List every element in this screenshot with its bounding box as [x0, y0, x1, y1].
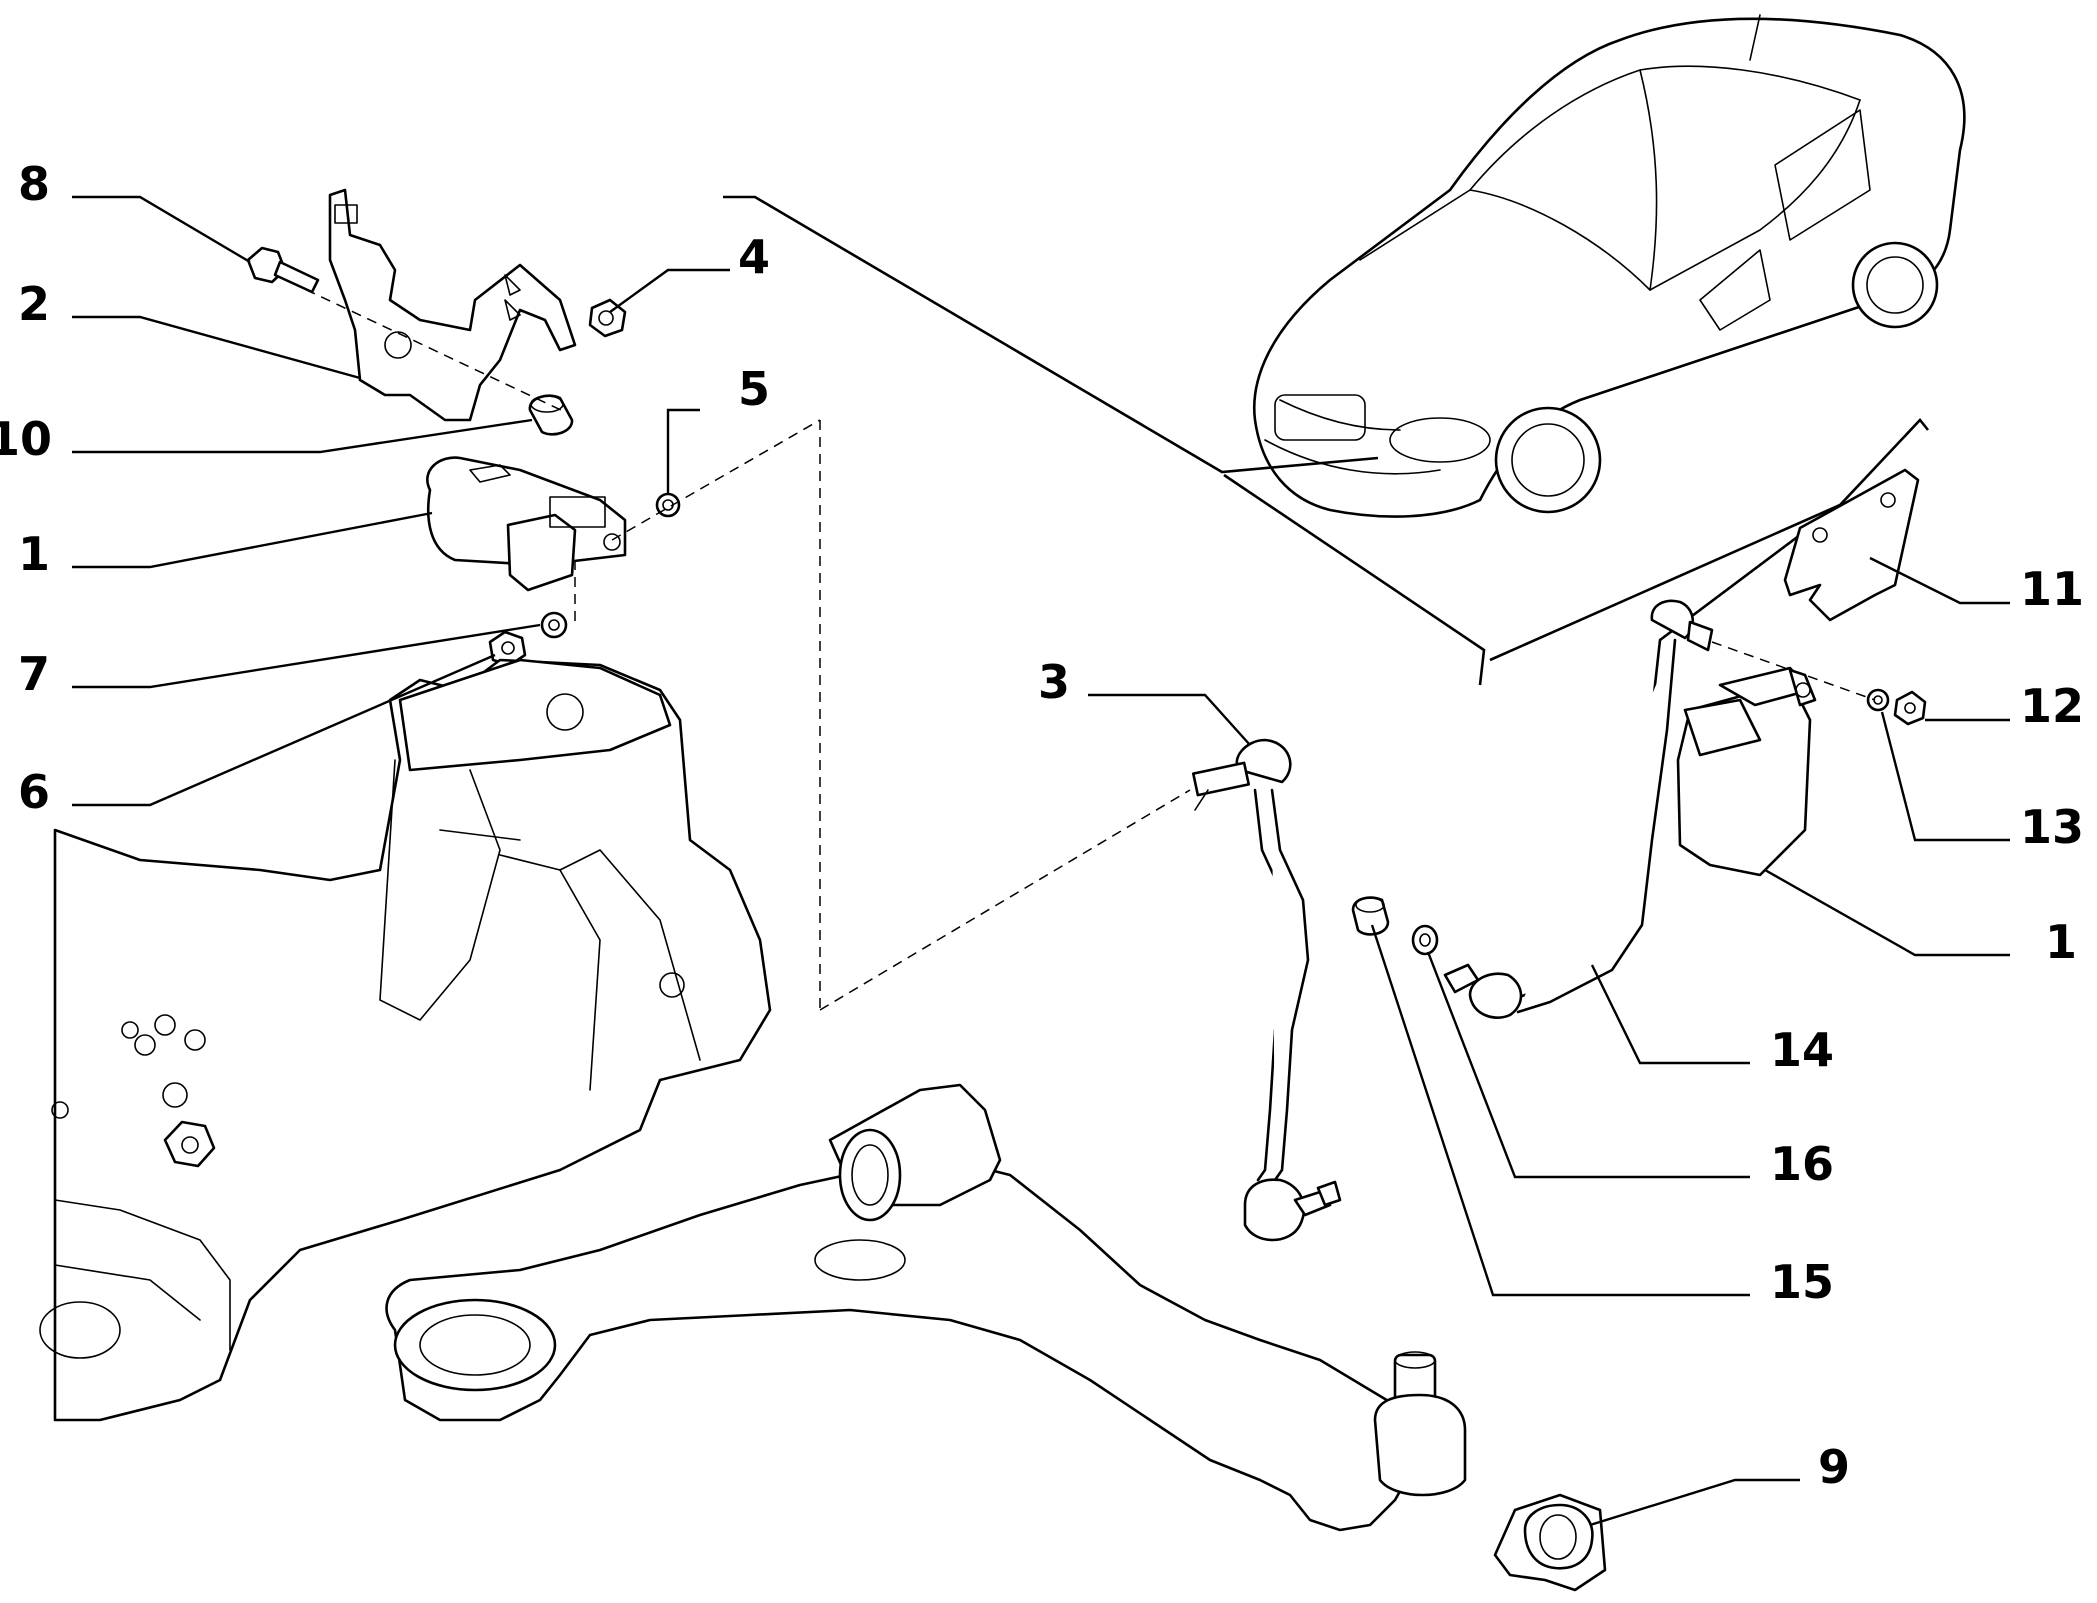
callout-1-left: 1: [18, 527, 50, 581]
callout-12: 12: [2020, 679, 2084, 733]
car-illustration: [1253, 14, 1966, 518]
bracket-part-11: [1783, 468, 1920, 622]
callout-2: 2: [18, 277, 50, 331]
bushing-part-15: [1351, 896, 1390, 936]
height-sensor-part-1-left: [426, 456, 627, 592]
bracket-part-2: [328, 188, 577, 422]
dashed-guides-left: [274, 274, 1191, 1011]
callout-10: 10: [0, 412, 52, 466]
dashed-guides-right: [1711, 641, 1876, 701]
callout-7: 7: [18, 647, 50, 701]
nut-part-4: [588, 298, 627, 338]
washer-part-16: [1411, 924, 1439, 956]
link-rod-part-3: [1191, 738, 1342, 1242]
bracket-part-9: [1493, 1493, 1607, 1592]
callout-14: 14: [1770, 1023, 1834, 1077]
callout-6: 6: [18, 765, 50, 819]
callout-8: 8: [18, 157, 50, 211]
height-sensor-part-1-right: [1676, 666, 1817, 877]
control-arm: [385, 1083, 1467, 1532]
washer-part-7: [540, 611, 568, 639]
nut-part-6: [488, 630, 527, 667]
callout-11: 11: [2020, 562, 2084, 616]
callout-13: 13: [2020, 800, 2084, 854]
callout-9: 9: [1818, 1440, 1850, 1494]
nut-part-12: [1893, 690, 1927, 726]
leader-lines: [72, 195, 2010, 1527]
subframe-structure: [39, 658, 772, 1422]
callout-3: 3: [1038, 655, 1070, 709]
callout-4: 4: [738, 230, 770, 284]
callout-5: 5: [738, 362, 770, 416]
bolt-part-8: [246, 246, 320, 294]
link-rod-part-14: [1443, 599, 1714, 1019]
washer-part-13: [1866, 688, 1890, 712]
callout-15: 15: [1770, 1255, 1834, 1309]
callout-labels: 8 2 10 1 7 6 4 5 3 11 12 13 1 14 16 15 9: [0, 157, 2084, 1494]
bushing-part-10: [528, 394, 574, 436]
callout-1-right: 1: [2045, 915, 2077, 969]
callout-16: 16: [1770, 1137, 1834, 1191]
